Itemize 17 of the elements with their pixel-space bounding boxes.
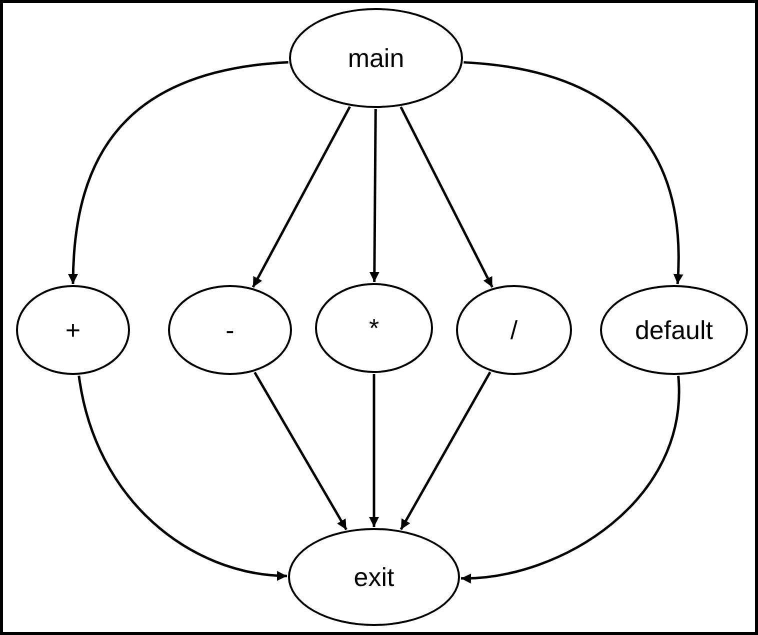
arrow: [464, 61, 683, 284]
arrow: [252, 106, 351, 288]
ellipse-node: main: [289, 8, 463, 108]
arrow: [369, 109, 380, 282]
arrow: [254, 372, 348, 530]
arrow: [400, 106, 494, 288]
arrow: [68, 61, 288, 284]
arrow: [460, 376, 680, 583]
ellipse-node: *: [315, 283, 433, 373]
arrow: [78, 376, 288, 580]
arrow: [400, 371, 492, 530]
arrow: [369, 374, 379, 527]
ellipse-node: /: [456, 285, 572, 375]
ellipse-node: default: [600, 285, 748, 375]
ellipse-node: exit: [288, 528, 460, 626]
ellipse-node: -: [168, 285, 292, 375]
ellipse-node: +: [16, 285, 130, 375]
